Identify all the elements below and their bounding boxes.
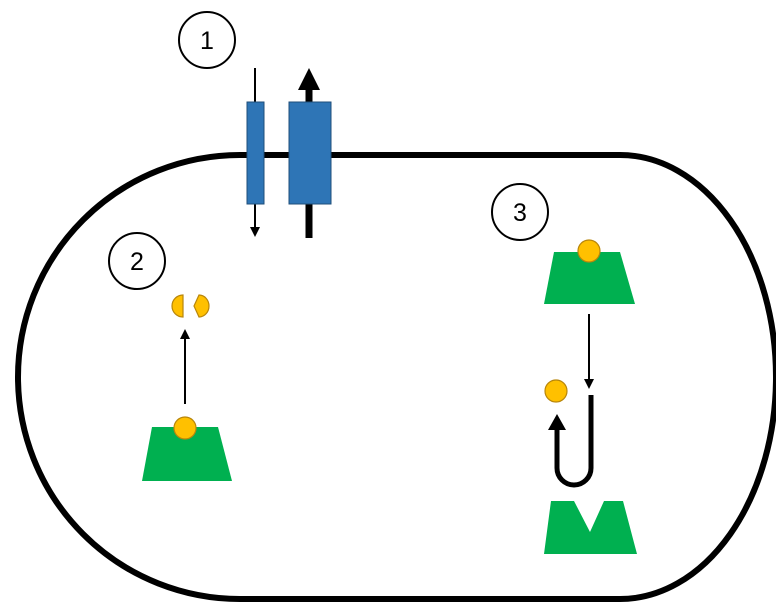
small-transporter-icon (246, 101, 265, 205)
degrading-enzyme-icon (142, 427, 232, 481)
mechanism-1-number: 1 (200, 27, 214, 55)
bound-molecule-icon (173, 416, 197, 440)
release-u-turn-arrow (554, 395, 594, 488)
mechanism-3-number: 3 (513, 199, 527, 227)
released-molecule-icon (544, 379, 568, 403)
mechanism-3-badge (491, 183, 549, 241)
target-bound-molecule-icon (577, 239, 601, 263)
mechanism-1-badge (178, 11, 236, 69)
mechanism-3-group: 3 (491, 183, 637, 554)
modified-target-icon (544, 501, 637, 554)
mechanism-2-group: 2 (108, 232, 232, 481)
efflux-arrow-head (298, 68, 320, 90)
mechanism-1-group: 1 (178, 11, 332, 238)
cell-membrane (15, 152, 776, 602)
molecule-fragment-right-icon (193, 294, 210, 318)
mechanism-2-badge (108, 232, 166, 290)
release-u-turn-arrow-head (548, 414, 566, 430)
mechanism-2-number: 2 (130, 248, 144, 276)
efflux-pump-icon (288, 101, 332, 205)
molecule-fragment-left-icon (171, 294, 184, 318)
target-enzyme-icon (544, 252, 635, 304)
